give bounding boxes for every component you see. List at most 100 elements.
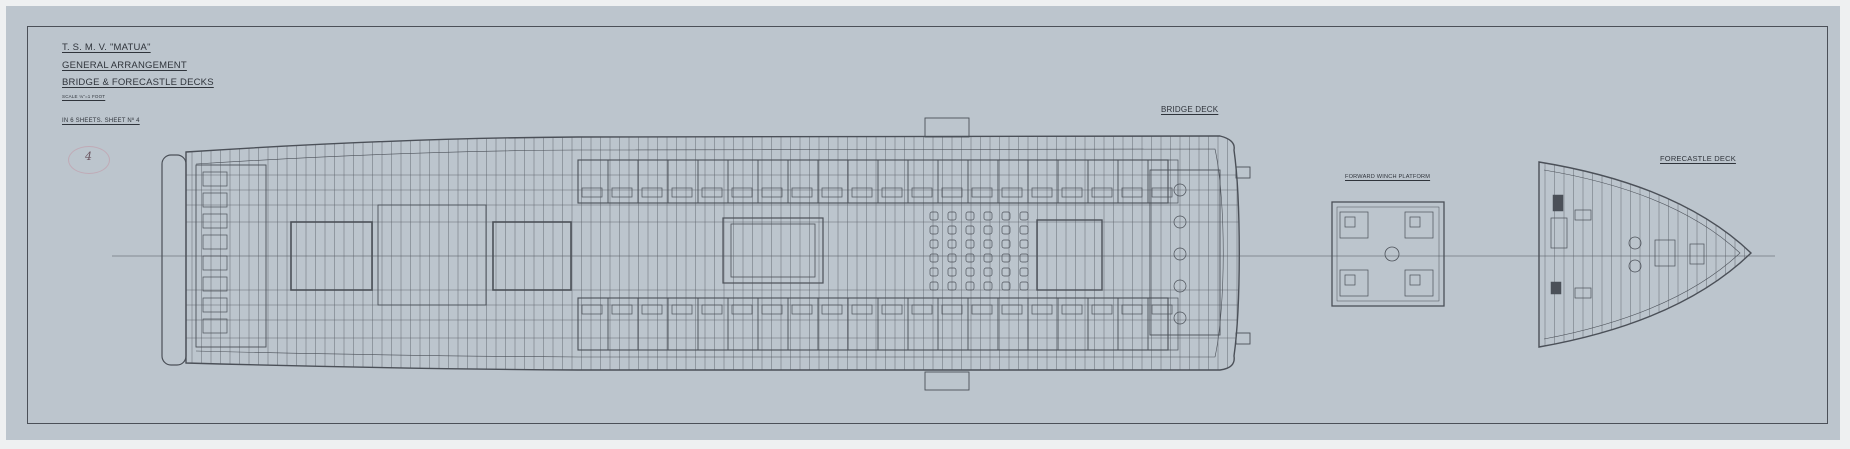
cabin — [907, 297, 939, 351]
berth — [701, 304, 723, 315]
aft-room — [202, 234, 228, 250]
berth — [971, 304, 993, 315]
berth — [941, 304, 963, 315]
berth — [1001, 187, 1023, 198]
dining-chair — [1001, 225, 1011, 235]
berth — [1151, 187, 1173, 198]
forecastle-deck-label: FORECASTLE DECK — [1660, 154, 1736, 163]
cabin — [607, 297, 639, 351]
dining-chair — [1019, 253, 1029, 263]
dining-chair — [965, 225, 975, 235]
midships-deckhouse — [377, 204, 487, 306]
berth — [731, 187, 753, 198]
cabin — [997, 297, 1029, 351]
berth — [611, 304, 633, 315]
berth — [851, 304, 873, 315]
berth — [791, 304, 813, 315]
berth — [1091, 304, 1113, 315]
fairlead-starboard — [1235, 332, 1251, 345]
berth — [881, 304, 903, 315]
cabin — [577, 159, 609, 204]
dining-chair — [929, 239, 939, 249]
winch-drum — [1344, 274, 1356, 286]
berth — [1121, 304, 1143, 315]
lounge-table — [1173, 279, 1187, 293]
dining-chair — [947, 211, 957, 221]
dining-chair — [929, 211, 939, 221]
berth — [581, 304, 603, 315]
hatch-no2 — [492, 221, 572, 291]
cabin — [997, 159, 1029, 204]
dining-chair — [965, 211, 975, 221]
cabin — [877, 297, 909, 351]
cabin — [697, 159, 729, 204]
swimming-pool — [722, 217, 824, 284]
forward-winch-platform-plan — [1331, 201, 1445, 307]
dining-chair — [1001, 267, 1011, 277]
dining-chair — [1001, 281, 1011, 291]
winch-drum — [1409, 216, 1421, 228]
dining-chair — [1001, 211, 1011, 221]
cabin — [1027, 297, 1059, 351]
bridge-deck-label: BRIDGE DECK — [1161, 105, 1219, 114]
dining-chair — [929, 253, 939, 263]
forward-winch-platform-label: FORWARD WINCH PLATFORM — [1345, 174, 1431, 180]
berth — [731, 304, 753, 315]
dining-chair — [929, 281, 939, 291]
dining-chair — [1019, 281, 1029, 291]
dining-chair — [1019, 267, 1029, 277]
pencil-circle-mark — [68, 146, 110, 174]
lounge-table — [1173, 183, 1187, 197]
cabin — [1117, 297, 1149, 351]
drawing-sheet — [6, 6, 1840, 440]
berth — [641, 304, 663, 315]
dining-chair — [1001, 253, 1011, 263]
lounge-table — [1173, 215, 1187, 229]
bridge-deck-hull-outline — [185, 135, 1240, 371]
forecastle-deck-plan — [1538, 161, 1753, 348]
cabin — [787, 159, 819, 204]
winch-unit — [1404, 211, 1434, 239]
cabin — [1147, 159, 1179, 204]
berth — [641, 187, 663, 198]
dining-chair — [983, 239, 993, 249]
dining-chair — [1019, 225, 1029, 235]
dining-chair — [965, 239, 975, 249]
dining-chair — [1019, 211, 1029, 221]
berth — [1031, 187, 1053, 198]
berth — [1031, 304, 1053, 315]
cabin — [967, 159, 999, 204]
dining-chair — [929, 225, 939, 235]
ladder-starboard — [924, 371, 970, 391]
berth — [791, 187, 813, 198]
cabin — [1057, 297, 1089, 351]
cabin — [787, 297, 819, 351]
cabin — [757, 297, 789, 351]
berth — [581, 187, 603, 198]
deckhouse-cabins-starboard — [577, 297, 1169, 351]
aft-room — [202, 297, 228, 313]
winch-unit — [1339, 211, 1369, 239]
lounge-table — [1173, 311, 1187, 325]
winch-drum — [1409, 274, 1421, 286]
dining-chair — [965, 281, 975, 291]
berth — [821, 187, 843, 198]
hatch-aft — [290, 221, 373, 291]
bridge-deck-plan — [161, 117, 1251, 391]
cabin — [907, 159, 939, 204]
dining-chair — [965, 253, 975, 263]
berth — [611, 187, 633, 198]
cabin — [607, 159, 639, 204]
dining-chair — [947, 225, 957, 235]
berth — [671, 304, 693, 315]
cabin — [877, 159, 909, 204]
dining-chair — [947, 253, 957, 263]
aft-room — [202, 255, 228, 271]
berth — [761, 304, 783, 315]
berth — [1091, 187, 1113, 198]
drawing-title: GENERAL ARRANGEMENT — [62, 60, 187, 71]
dining-chair — [947, 267, 957, 277]
aft-room — [202, 171, 228, 187]
aft-room — [202, 318, 228, 334]
